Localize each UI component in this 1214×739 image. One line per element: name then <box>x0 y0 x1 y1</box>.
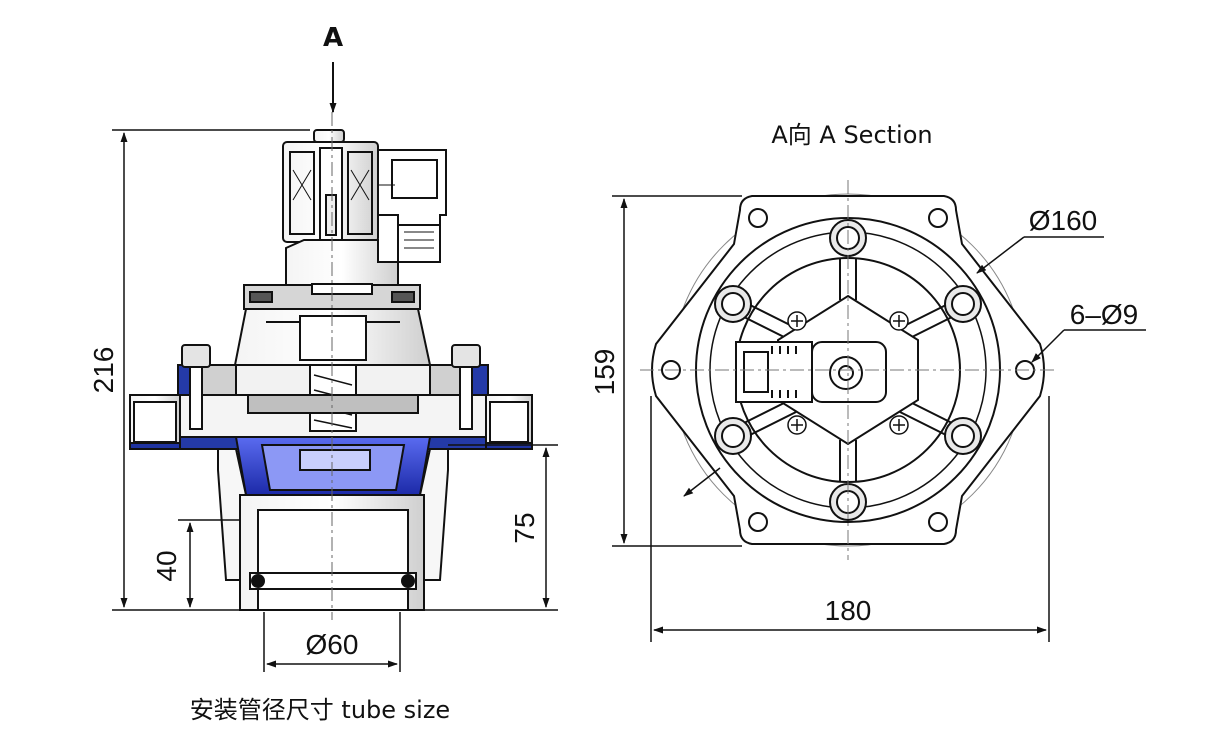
dim-holes <box>1031 329 1146 363</box>
dim-tube-diameter-label: Ø60 <box>306 629 359 660</box>
dim-section-width <box>650 396 1050 642</box>
flange-bolts <box>181 344 481 430</box>
dim-total-height <box>112 129 310 611</box>
dim-tube-diameter <box>263 612 401 672</box>
dim-bolt-circle-label: Ø160 <box>1029 205 1098 236</box>
dim-section-width-label: 180 <box>825 595 872 626</box>
diaphragm-spring <box>247 364 419 432</box>
dim-lower-height-label: 75 <box>509 512 540 543</box>
outlet-housing <box>217 448 449 611</box>
dim-lower-height <box>424 444 558 611</box>
diaphragm-chamber <box>234 436 432 496</box>
dim-section-height-label: 159 <box>589 349 620 396</box>
dim-holes-label: 6–Ø9 <box>1070 299 1139 330</box>
dim-total-height-label: 216 <box>88 347 119 394</box>
connector-top-view <box>735 341 813 403</box>
dim-tube-height-label: 40 <box>151 550 182 581</box>
valve-section-view: A向 A Section <box>589 121 1146 642</box>
section-centerlines <box>640 180 1056 560</box>
view-arrow-label: A <box>323 23 343 53</box>
valve-side-view: A <box>88 23 558 724</box>
dim-section-height <box>612 195 742 547</box>
section-title: A向 A Section <box>771 121 932 149</box>
tube-size-caption: 安装管径尺寸 tube size <box>190 696 450 724</box>
cable-connector <box>377 149 447 263</box>
side-ports <box>129 394 533 450</box>
dim-bolt-circle <box>683 236 1104 497</box>
dim-tube-height <box>178 519 240 608</box>
pilot-screws <box>787 311 909 435</box>
